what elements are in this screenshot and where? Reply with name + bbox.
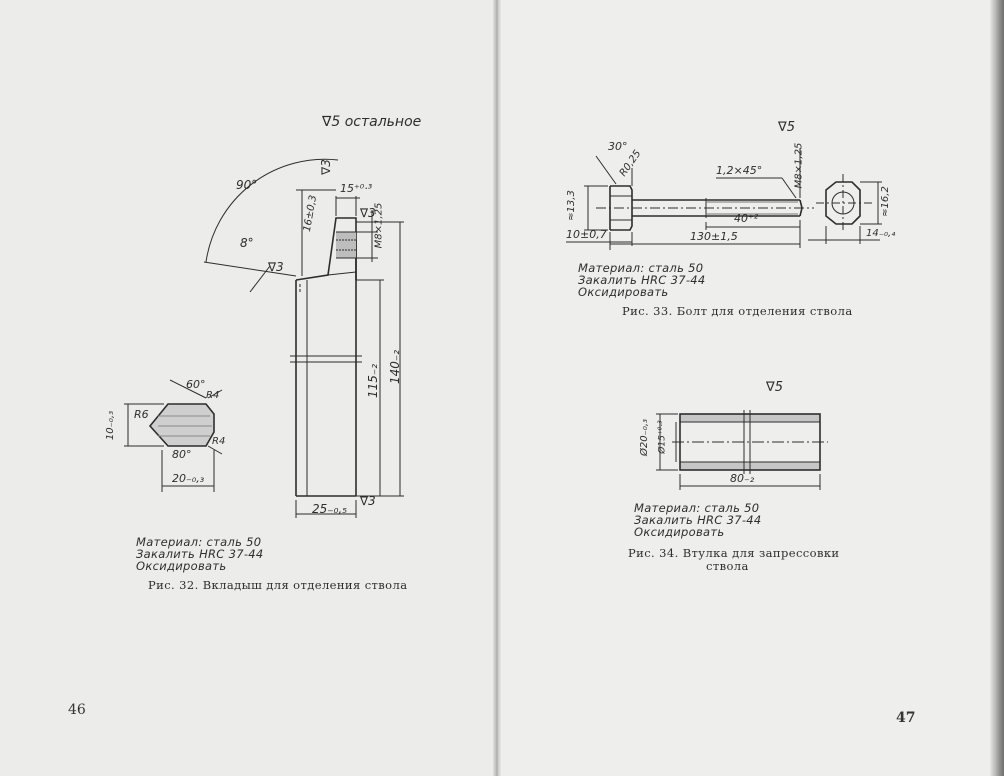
fig34-finish-note: ∇5 (766, 380, 783, 395)
fig34-material-line-1: Материал: сталь 50 (634, 501, 760, 515)
fig32-roughness-3d: ∇3 (360, 494, 376, 508)
fig32-roughness-3a: ∇3 (268, 260, 284, 274)
fig33-finish-note: ∇5 (778, 120, 795, 135)
fig33-dim-30: 30° (608, 140, 628, 153)
fig32-insert-drawing (203, 158, 404, 518)
fig33-dim-16-2: ≈16,2 (879, 186, 891, 217)
fig32-dim-25: 25₋₀,₅ (312, 502, 348, 516)
fig32-dim-20: 20₋₀,₃ (172, 472, 205, 485)
fig32-dim-10: 10₋₀,₃ (105, 410, 117, 441)
fig34-caption-line-2: ствола (706, 559, 749, 573)
right-page (497, 0, 1004, 776)
fig34-dim-15: Ø15⁺⁰·³ (657, 420, 668, 454)
fig33-material-line-3: Оксидировать (578, 285, 669, 299)
fig33-bolt-drawing (566, 148, 882, 250)
page-edge-shadow (990, 0, 1004, 776)
fig32-dim-m8: M8×1,25 (373, 202, 385, 249)
fig32-dim-80: 80° (172, 448, 192, 461)
fig33-dim-130: 130±1,5 (690, 230, 738, 243)
fig33-material-line-2: Закалить HRC 37-44 (578, 273, 706, 287)
right-page-number: 47 (896, 710, 916, 726)
fig33-dim-40: 40⁺² (734, 212, 759, 225)
fig34-dim-20: Ø20₋₀,₃ (639, 418, 651, 457)
fig32-dim-r6: R6 (134, 408, 149, 421)
fig32-material-line-1: Материал: сталь 50 (136, 535, 262, 549)
fig34-material-line-2: Закалить HRC 37-44 (634, 513, 762, 527)
fig32-section-drawing (124, 379, 223, 492)
fig33-dim-m8: M8×1,25 (793, 142, 805, 189)
fig32-roughness-3b: ∇3 (318, 159, 333, 175)
fig34-sleeve-drawing (656, 410, 828, 490)
fig32-dim-140: 140₋₂ (388, 349, 403, 385)
fig33-dim-10: 10±0,7 (566, 228, 607, 241)
fig33-dim-13-3: ≈13,3 (565, 190, 577, 221)
fig32-material-line-3: Оксидировать (136, 559, 227, 573)
fig32-material-line-2: Закалить HRC 37-44 (136, 547, 264, 561)
fig33-material-line-1: Материал: сталь 50 (578, 261, 704, 275)
fig32-angle-90: 90° (236, 178, 258, 192)
fig32-angle-8: 8° (240, 236, 254, 250)
fig33-dim-chamfer: 1,2×45° (716, 164, 763, 177)
book-gutter (493, 0, 501, 776)
fig34-material-line-3: Оксидировать (634, 525, 725, 539)
fig32-caption: Рис. 32. Вкладыш для отделения ствола (148, 578, 408, 592)
fig33-caption: Рис. 33. Болт для отделения ствола (622, 304, 853, 318)
fig32-dim-115: 115₋₂ (366, 363, 381, 399)
fig34-caption-line-1: Рис. 34. Втулка для запрессовки (628, 546, 840, 560)
fig32-dim-r4a: R4 (206, 390, 220, 401)
fig32-dim-15: 15⁺⁰·³ (340, 182, 373, 195)
fig34-dim-80: 80₋₂ (730, 472, 755, 485)
fig33-dim-14: 14₋₀,₄ (866, 228, 896, 239)
fig32-roughness-3c: ∇3 (360, 206, 376, 220)
fig32-dim-r4b: R4 (212, 436, 226, 447)
fig32-finish-note: ∇5 остальное (322, 114, 422, 130)
left-page-number: 46 (68, 702, 86, 718)
left-page (0, 0, 497, 776)
fig32-dim-60: 60° (186, 378, 206, 391)
